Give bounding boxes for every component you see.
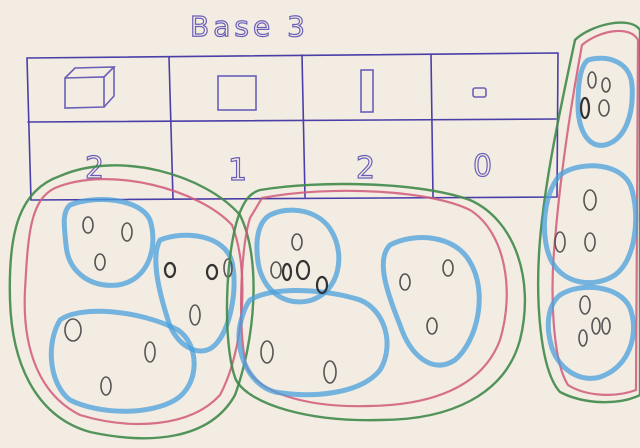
flat-icon (218, 76, 256, 110)
cube-group-1 (10, 165, 254, 438)
digit-units: 0 (473, 149, 492, 184)
cube-group-3 (538, 23, 640, 403)
rod-icon (361, 70, 373, 112)
digit-flats: 1 (228, 153, 247, 188)
cube-group-2 (227, 184, 525, 420)
digit-rods: 2 (356, 151, 375, 186)
title: Base 3 (190, 10, 309, 43)
unit-icon (473, 88, 486, 97)
cube-icon (65, 67, 114, 108)
